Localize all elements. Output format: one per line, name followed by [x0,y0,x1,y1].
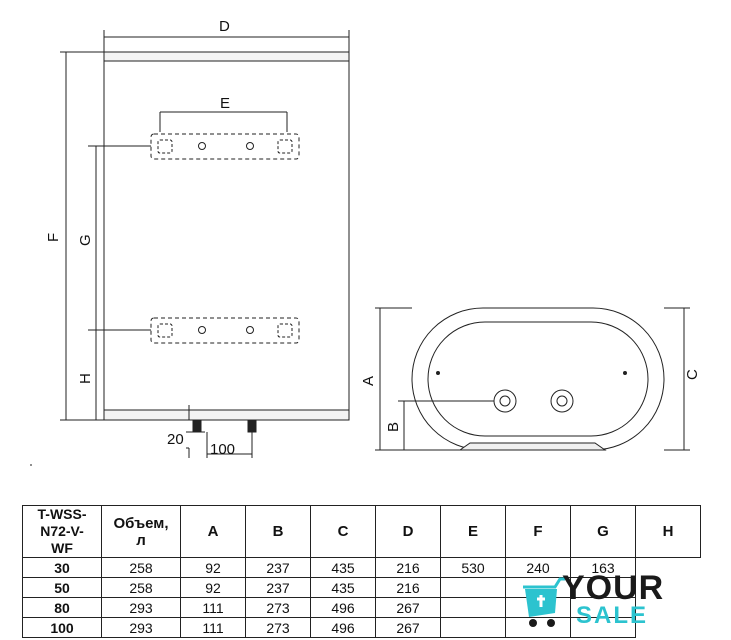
column-header: A [180,505,246,558]
table-cell: 435 [310,557,376,578]
front-bottom-cap [103,409,350,421]
pipe-left [192,419,202,433]
table-cell: 293 [101,617,181,638]
volume-cell: 50 [22,577,102,598]
model-line-1: T-WSS- [37,506,87,522]
model-cell: T-WSS- N72-V- WF [22,505,102,558]
yoursale-logo-icon [523,577,565,627]
table-cell: 237 [245,577,311,598]
table-cell: 273 [245,617,311,638]
table-cell: 237 [245,557,311,578]
table-cell: 530 [440,557,506,578]
side-inner-shell [427,321,649,437]
model-line-3: WF [51,540,73,556]
volume-header: Объем, л [101,505,181,558]
volume-cell: 30 [22,557,102,578]
side-base-foot [458,442,607,451]
label-f: F [45,233,62,242]
table-cell: 435 [310,577,376,598]
label-100: 100 [210,441,235,458]
volume-header-line-2: л [136,531,146,549]
table-cell: 111 [180,617,246,638]
table-cell: 216 [375,577,441,598]
logo-text-your: YOUR [562,569,665,607]
table-cell: 267 [375,597,441,618]
label-20: 20 [167,431,184,448]
model-line-2: N72-V- [40,523,84,539]
front-top-cap [103,51,350,62]
table-cell [440,617,506,638]
upper-bracket [150,133,300,160]
table-cell: 258 [101,557,181,578]
spec-table: T-WSS- N72-V- WF Объем, л A B C D E F G … [22,505,701,638]
column-header: G [570,505,636,558]
table-cell: 496 [310,597,376,618]
pipe-right [247,419,257,433]
column-header: D [375,505,441,558]
label-a: A [360,376,377,386]
table-cell: 273 [245,597,311,618]
logo-text-sale: SALE [576,602,649,629]
table-cell: 111 [180,597,246,618]
column-header: B [245,505,311,558]
column-header: E [440,505,506,558]
label-d: D [219,18,230,35]
volume-cell: 80 [22,597,102,618]
column-header: H [635,505,701,558]
lower-bracket [150,317,300,344]
table-cell: 216 [375,557,441,578]
column-header: F [505,505,571,558]
volume-header-line-1: Объем, [113,514,169,532]
table-header-row: T-WSS- N72-V- WF Объем, л A B C D E F G … [22,505,701,558]
table-cell [570,617,636,638]
table-cell: 92 [180,577,246,598]
label-c: C [684,369,701,380]
table-cell: 92 [180,557,246,578]
side-outer-shell [411,307,665,451]
table-cell [440,597,506,618]
label-e: E [220,95,230,112]
table-cell [440,577,506,598]
side-pipe-left [493,389,517,413]
table-cell: 240 [505,557,571,578]
label-b: B [385,422,402,432]
technical-drawing: D E F G H 20 100 A B C [30,18,701,466]
volume-cell: 100 [22,617,102,638]
table-cell: 496 [310,617,376,638]
table-cell: 267 [375,617,441,638]
label-g: G [77,234,94,246]
label-h: H [77,373,94,384]
table-cell: 293 [101,597,181,618]
column-header: C [310,505,376,558]
table-cell: 258 [101,577,181,598]
side-pipe-right [550,389,574,413]
